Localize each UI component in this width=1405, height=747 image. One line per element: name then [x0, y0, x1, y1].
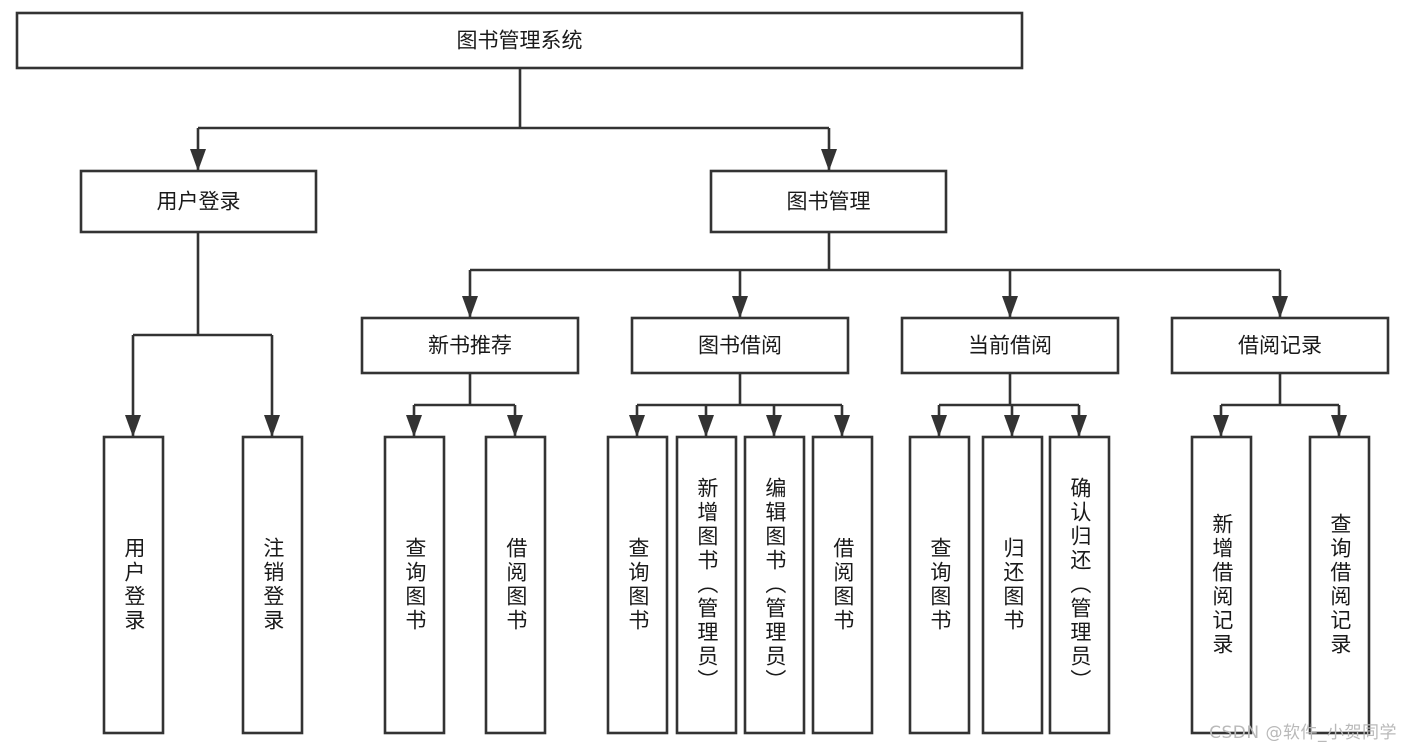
node-box-book-management[interactable]	[709, 169, 948, 234]
arrow-head-icon	[629, 415, 645, 437]
arrow-head-icon	[190, 149, 206, 171]
arrow-head-icon	[834, 415, 850, 437]
node-box-user-login[interactable]	[79, 169, 318, 234]
node-label-leaf-edit-book: 编辑图书（管理员）	[762, 477, 787, 693]
node-box-new-book-recommend[interactable]	[360, 316, 580, 375]
node-box-current-borrow[interactable]	[900, 316, 1120, 375]
arrow-head-icon	[1272, 296, 1288, 318]
node-box-leaf-query-borrow-record[interactable]	[1308, 435, 1371, 735]
node-box-leaf-user-login[interactable]	[102, 435, 165, 735]
arrow-head-icon	[732, 296, 748, 318]
node-label-leaf-query-book-3: 查询图书	[927, 537, 952, 633]
node-label-current-borrow: 当前借阅	[968, 334, 1052, 358]
node-label-leaf-user-login: 用户登录	[121, 537, 146, 633]
node-label-book-borrow: 图书借阅	[698, 334, 782, 358]
arrow-head-icon	[125, 415, 141, 437]
arrow-head-icon	[1071, 415, 1087, 437]
node-box-book-borrow[interactable]	[630, 316, 850, 375]
node-label-root: 图书管理系统	[457, 29, 583, 53]
arrow-head-icon	[931, 415, 947, 437]
arrow-head-icon	[1213, 415, 1229, 437]
node-box-leaf-query-book-3[interactable]	[908, 435, 971, 735]
node-label-new-book-recommend: 新书推荐	[428, 334, 512, 358]
arrow-head-icon	[507, 415, 523, 437]
node-label-leaf-query-borrow-record: 查询借阅记录	[1327, 513, 1352, 657]
node-box-borrow-record[interactable]	[1170, 316, 1390, 375]
arrow-head-icon	[766, 415, 782, 437]
connector-layer	[125, 68, 1347, 437]
node-label-book-management: 图书管理	[787, 190, 871, 214]
node-box-leaf-borrow-book-2[interactable]	[811, 435, 874, 735]
node-label-leaf-borrow-book-1: 借阅图书	[503, 537, 528, 633]
node-label-leaf-add-book: 新增图书（管理员）	[694, 477, 719, 693]
arrow-head-icon	[264, 415, 280, 437]
node-box-root[interactable]	[15, 11, 1024, 70]
arrow-head-icon	[698, 415, 714, 437]
node-box-leaf-add-book[interactable]	[675, 435, 738, 735]
node-box-leaf-return-book[interactable]	[981, 435, 1044, 735]
node-label-leaf-borrow-book-2: 借阅图书	[830, 537, 855, 633]
node-label-leaf-query-book-1: 查询图书	[402, 537, 427, 633]
arrow-head-icon	[406, 415, 422, 437]
node-box-leaf-query-book-2[interactable]	[606, 435, 669, 735]
node-box-layer	[15, 11, 1390, 735]
watermark-text: CSDN @软件_小贺同学	[1209, 723, 1397, 743]
node-box-leaf-borrow-book-1[interactable]	[484, 435, 547, 735]
node-label-borrow-record: 借阅记录	[1238, 334, 1322, 358]
arrow-head-icon	[1002, 296, 1018, 318]
arrow-head-icon	[1331, 415, 1347, 437]
node-box-leaf-logout[interactable]	[241, 435, 304, 735]
node-label-leaf-confirm-return: 确认归还（管理员）	[1067, 477, 1092, 693]
node-label-leaf-logout: 注销登录	[260, 537, 285, 633]
arrow-head-icon	[1004, 415, 1020, 437]
node-label-user-login: 用户登录	[157, 190, 241, 214]
arrow-head-icon	[821, 149, 837, 171]
node-label-leaf-return-book: 归还图书	[1000, 537, 1025, 633]
node-label-leaf-add-borrow-record: 新增借阅记录	[1209, 513, 1234, 657]
node-box-leaf-add-borrow-record[interactable]	[1190, 435, 1253, 735]
node-label-leaf-query-book-2: 查询图书	[625, 537, 650, 633]
node-box-leaf-query-book-1[interactable]	[383, 435, 446, 735]
node-box-leaf-confirm-return[interactable]	[1048, 435, 1111, 735]
arrow-head-icon	[462, 296, 478, 318]
node-box-leaf-edit-book[interactable]	[743, 435, 806, 735]
